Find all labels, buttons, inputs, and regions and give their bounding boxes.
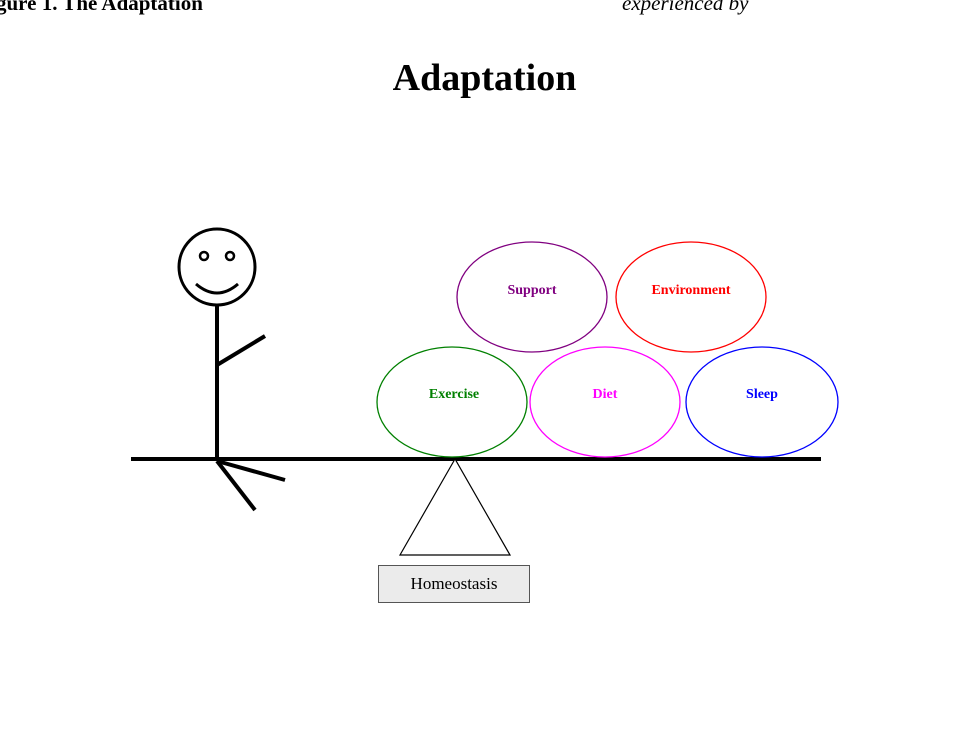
oval-sleep: Sleep: [685, 346, 839, 458]
left-eye: [198, 250, 210, 262]
oval-exercise: Exercise: [376, 346, 528, 458]
caption-italic-text: experienced by: [622, 0, 749, 15]
homeostasis-label-box: Homeostasis: [378, 565, 530, 603]
oval-exercise-label: Exercise: [429, 387, 479, 402]
oval-diet: Diet: [529, 346, 681, 458]
caption-bold-text: gure 1. The Adaptation: [0, 0, 203, 15]
stick-figure-icon: [177, 227, 286, 512]
head: [177, 227, 257, 307]
oval-exercise-shape: [376, 346, 528, 458]
oval-environment: Environment: [615, 241, 767, 353]
oval-sleep-shape: [685, 346, 839, 458]
oval-support-label: Support: [507, 283, 556, 298]
right-eye: [224, 250, 236, 262]
diagram-title: Adaptation: [392, 57, 577, 99]
oval-support: Support: [456, 241, 608, 353]
oval-diet-shape: [529, 346, 681, 458]
oval-environment-label: Environment: [651, 283, 730, 298]
leg-upper: [216, 459, 286, 482]
oval-diet-label: Diet: [593, 387, 618, 402]
smile: [195, 282, 239, 295]
arm: [215, 334, 267, 367]
oval-sleep-label: Sleep: [746, 387, 778, 402]
fulcrum-triangle: [398, 457, 512, 556]
oval-support-shape: [456, 241, 608, 353]
leg-lower: [215, 459, 257, 512]
figure-caption: gure 1. The Adaptation experienced by: [0, 0, 969, 21]
oval-environment-shape: [615, 241, 767, 353]
